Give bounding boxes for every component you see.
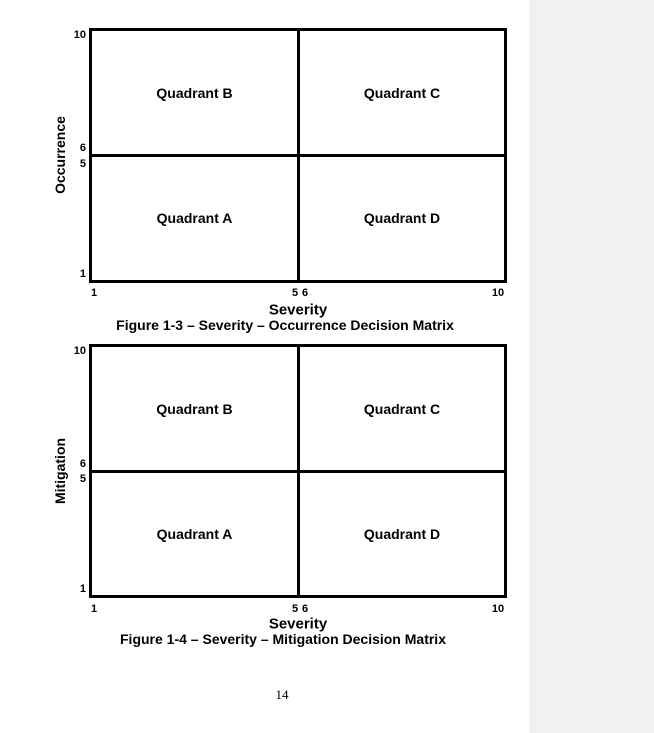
quadrant-a-label: Quadrant A [156, 210, 233, 226]
x-tick-1: 1 [90, 287, 98, 299]
y-tick-10: 10 [73, 345, 86, 357]
quadrant-b-label: Quadrant B [156, 400, 233, 417]
x-tick-5: 5 [291, 603, 299, 615]
quadrant-b-cell: Quadrant B [92, 347, 297, 470]
y-tick-10: 10 [73, 29, 86, 41]
quadrant-a-cell: Quadrant A [92, 473, 297, 595]
quadrant-d-label: Quadrant D [363, 526, 441, 542]
quadrant-b-cell: Quadrant B [92, 31, 297, 154]
horizontal-divider-line [92, 470, 504, 473]
figure-1-4-caption: Figure 1-4 – Severity – Mitigation Decis… [120, 631, 446, 647]
x-tick-6: 6 [301, 603, 309, 615]
quadrant-c-label: Quadrant C [363, 84, 441, 101]
y-tick-6: 6 [79, 458, 86, 470]
page-edge-strip [529, 0, 654, 733]
x-tick-10: 10 [491, 287, 505, 299]
quadrant-c-cell: Quadrant C [300, 347, 504, 470]
y-tick-6: 6 [79, 142, 86, 154]
x-tick-5: 5 [291, 287, 299, 299]
x-tick-10: 10 [491, 603, 505, 615]
occurrence-matrix-plot: Quadrant B Quadrant C Quadrant A Quadran… [89, 28, 507, 283]
quadrant-d-label: Quadrant D [363, 210, 441, 226]
mitigation-matrix-plot: Quadrant B Quadrant C Quadrant A Quadran… [89, 344, 507, 598]
y-tick-1: 1 [79, 583, 86, 595]
quadrant-d-cell: Quadrant D [300, 473, 504, 595]
x-tick-6: 6 [301, 287, 309, 299]
quadrant-a-label: Quadrant A [156, 526, 233, 542]
quadrant-c-cell: Quadrant C [300, 31, 504, 154]
y-tick-5: 5 [79, 158, 86, 170]
figure-1-3-caption: Figure 1-3 – Severity – Occurrence Decis… [116, 317, 454, 333]
horizontal-divider-line [92, 154, 504, 157]
quadrant-b-label: Quadrant B [156, 84, 233, 101]
x-axis-title-severity: Severity [268, 615, 328, 633]
quadrant-d-cell: Quadrant D [300, 157, 504, 279]
y-tick-5: 5 [79, 473, 86, 485]
y-tick-1: 1 [79, 268, 86, 280]
y-axis-title-mitigation: Mitigation [52, 437, 68, 505]
quadrant-c-label: Quadrant C [363, 400, 441, 417]
x-tick-1: 1 [90, 603, 98, 615]
quadrant-a-cell: Quadrant A [92, 157, 297, 279]
page-number: 14 [275, 687, 289, 702]
x-axis-title-severity: Severity [268, 301, 328, 319]
